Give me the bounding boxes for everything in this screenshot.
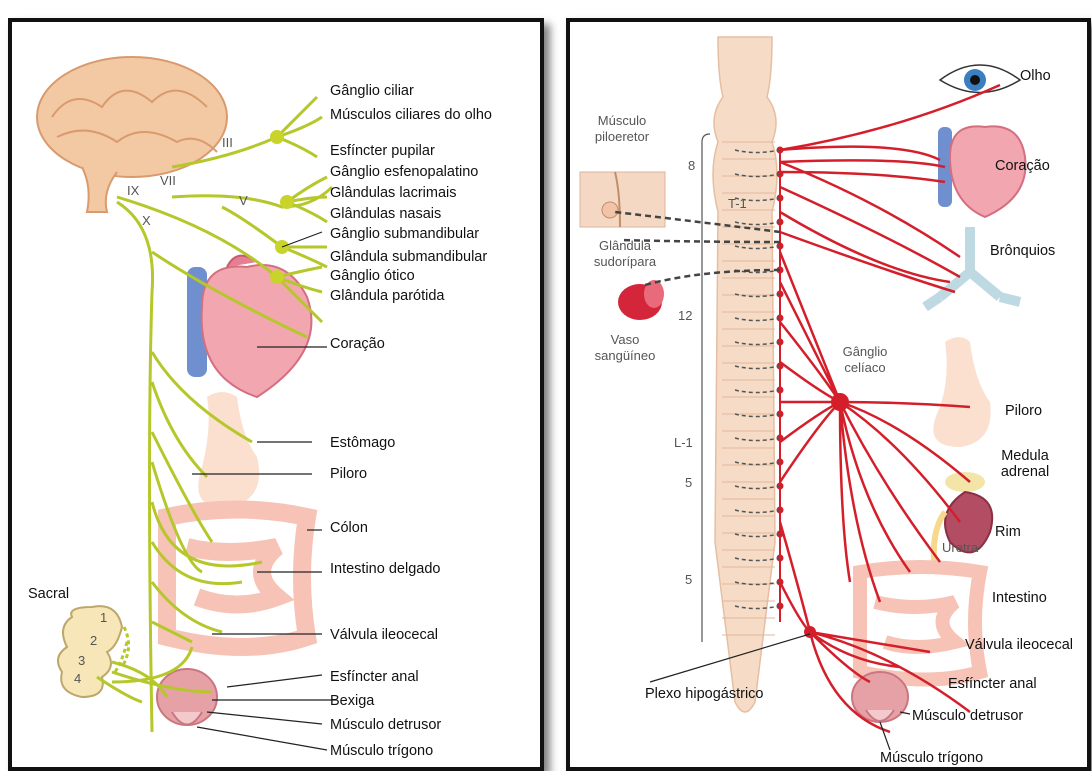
ganglion-celiaco	[831, 393, 849, 411]
ganglion-esfenopalatino	[280, 195, 294, 209]
stomach-icon	[198, 392, 259, 508]
label-sacral-3: 3	[78, 653, 85, 668]
nerve-X	[117, 202, 153, 732]
skin-icon	[580, 172, 665, 227]
intestine-icon	[167, 510, 307, 648]
label-sacral: Sacral	[28, 586, 69, 602]
heart-icon	[187, 256, 311, 397]
parasympathetic-diagram: Gânglio ciliar Músculos ciliares do olho…	[12, 22, 540, 767]
label-plexo-hipogastrico: Plexo hipogástrico	[645, 686, 764, 702]
label-ganglio-esfenopalatino: Gânglio esfenopalatino	[330, 164, 478, 180]
label-seg-L1: L-1	[674, 435, 693, 450]
label-rim: Rim	[995, 524, 1021, 540]
label-musculos-ciliares: Músculos ciliares do olho	[330, 107, 492, 123]
label-glandula-parotida: Glândula parótida	[330, 288, 445, 304]
label-colon: Cólon	[330, 520, 368, 536]
label-seg-T1: T-1	[728, 196, 747, 211]
plexo-hipogastrico	[804, 626, 816, 638]
label-ganglio-submandibular: Gânglio submandibular	[330, 226, 479, 242]
label-musculo-trigono: Músculo trígono	[330, 743, 433, 759]
label-esfincter-pupilar: Esfíncter pupilar	[330, 143, 435, 159]
label-musculo-detrusor: Músculo detrusor	[330, 717, 441, 733]
sympathetic-panel: Olho Coração Brônquios Piloro Rim Intest…	[566, 18, 1091, 771]
kidney-icon	[934, 472, 992, 572]
label-coracao: Coração	[995, 158, 1050, 174]
label-bexiga: Bexiga	[330, 693, 375, 709]
label-piloro: Piloro	[1005, 403, 1042, 419]
nerve-V	[222, 207, 282, 247]
ganglion-ciliar	[270, 130, 284, 144]
label-valvula-ileocecal: Válvula ileocecal	[330, 627, 438, 643]
label-glandula-submandibular: Glândula submandibular	[330, 249, 487, 265]
label-nerve-IX: IX	[127, 183, 140, 198]
label-nerve-X: X	[142, 213, 151, 228]
label-seg-8: 8	[688, 158, 695, 173]
label-nerve-V: V	[239, 193, 248, 208]
label-nerve-III: III	[222, 135, 233, 150]
bladder-icon	[852, 672, 908, 722]
label-musculo-trigono: Músculo trígono	[880, 750, 983, 766]
label-sacral-2: 2	[90, 633, 97, 648]
label-bronquios: Brônquios	[990, 243, 1055, 259]
label-glandulas-lacrimais: Glândulas lacrimais	[330, 185, 457, 201]
label-valvula-ileocecal: Válvula ileocecal	[965, 637, 1073, 653]
eye-icon	[940, 65, 1020, 93]
label-piloro: Piloro	[330, 466, 367, 482]
label-estomago: Estômago	[330, 435, 395, 451]
label-ganglio-otico: Gânglio ótico	[330, 268, 415, 284]
label-coracao: Coração	[330, 336, 385, 352]
label-sacral-1: 1	[100, 610, 107, 625]
label-olho: Olho	[1020, 68, 1051, 84]
label-sacral-4: 4	[74, 671, 81, 686]
parasympathetic-panel: Gânglio ciliar Músculos ciliares do olho…	[8, 18, 544, 771]
stomach-icon	[933, 337, 990, 447]
bronchi-icon	[925, 227, 1020, 307]
label-intestino: Intestino	[992, 590, 1047, 606]
sympathetic-diagram: Olho Coração Brônquios Piloro Rim Intest…	[570, 22, 1087, 767]
spinal-cord-icon	[713, 37, 777, 712]
label-musculo-detrusor: Músculo detrusor	[912, 708, 1023, 724]
blood-vessel-icon	[618, 280, 664, 320]
label-seg-5a: 5	[685, 475, 692, 490]
label-esfincter-anal: Esfíncter anal	[948, 676, 1037, 692]
label-intestino-delgado: Intestino delgado	[330, 561, 440, 577]
label-seg-5b: 5	[685, 572, 692, 587]
label-ganglio-ciliar: Gânglio ciliar	[330, 83, 414, 99]
label-nerve-VII: VII	[160, 173, 176, 188]
label-uretra: Uretra	[942, 540, 979, 555]
ganglion-otico	[270, 270, 284, 284]
label-seg-12: 12	[678, 308, 692, 323]
label-esfincter-anal: Esfíncter anal	[330, 669, 419, 685]
label-glandulas-nasais: Glândulas nasais	[330, 206, 441, 222]
